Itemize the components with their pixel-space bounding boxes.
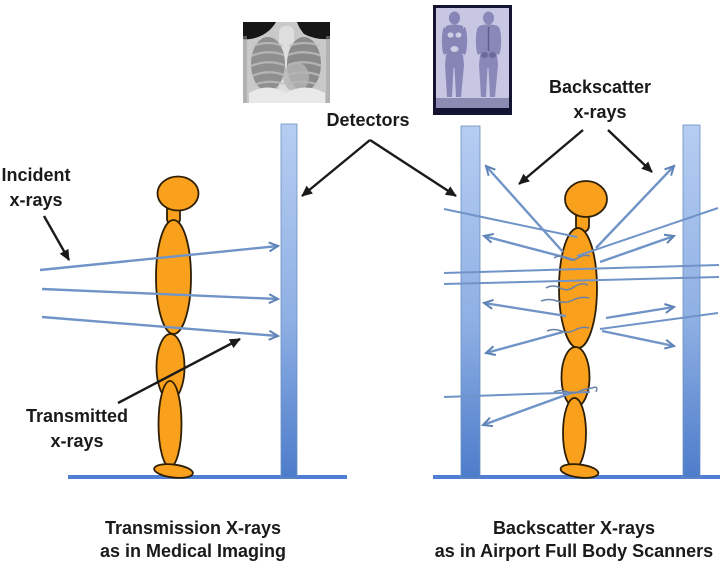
incident-xrays-label: Incident x-rays xyxy=(0,163,78,213)
backscatter-xray-beams xyxy=(443,164,720,428)
label-line: x-rays xyxy=(9,190,63,210)
body-scan-photo xyxy=(433,5,512,115)
transmitted-xrays-label: Transmitted x-rays xyxy=(12,404,142,454)
person-figure-left xyxy=(153,175,200,479)
label-line: x-rays xyxy=(573,102,627,122)
chest-xray-photo xyxy=(243,22,330,103)
detector-bar-backscatter-left xyxy=(460,125,481,479)
backscatter-xrays-label: Backscatter x-rays xyxy=(535,75,665,125)
label-line: Transmitted xyxy=(25,406,129,426)
caption-line: Transmission X-rays xyxy=(104,518,282,538)
incident-xray-beams xyxy=(39,241,281,341)
label-line: Incident xyxy=(1,165,71,185)
caption-transmission: Transmission X-rays as in Medical Imagin… xyxy=(58,517,328,563)
caption-line: as in Airport Full Body Scanners xyxy=(434,541,714,561)
label-line: Backscatter xyxy=(548,77,652,97)
caption-backscatter: Backscatter X-rays as in Airport Full Bo… xyxy=(429,517,719,563)
detector-bar-backscatter-right xyxy=(682,124,701,479)
detectors-label: Detectors xyxy=(313,108,423,133)
detector-bar-transmission xyxy=(280,123,298,479)
caption-line: as in Medical Imaging xyxy=(99,541,287,561)
scan-figure-back xyxy=(475,11,502,97)
scan-figure-front-highlights xyxy=(447,32,462,52)
detectors-label-arrows xyxy=(301,138,457,198)
incident-label-arrow xyxy=(42,215,71,261)
caption-line: Backscatter X-rays xyxy=(492,518,656,538)
label-line: x-rays xyxy=(50,431,104,451)
label-line: Detectors xyxy=(326,110,410,130)
person-figure-right xyxy=(558,180,608,479)
scatter-squiggles xyxy=(540,254,598,394)
backscatter-label-arrows xyxy=(518,129,653,185)
transmitted-label-arrow xyxy=(117,337,241,405)
